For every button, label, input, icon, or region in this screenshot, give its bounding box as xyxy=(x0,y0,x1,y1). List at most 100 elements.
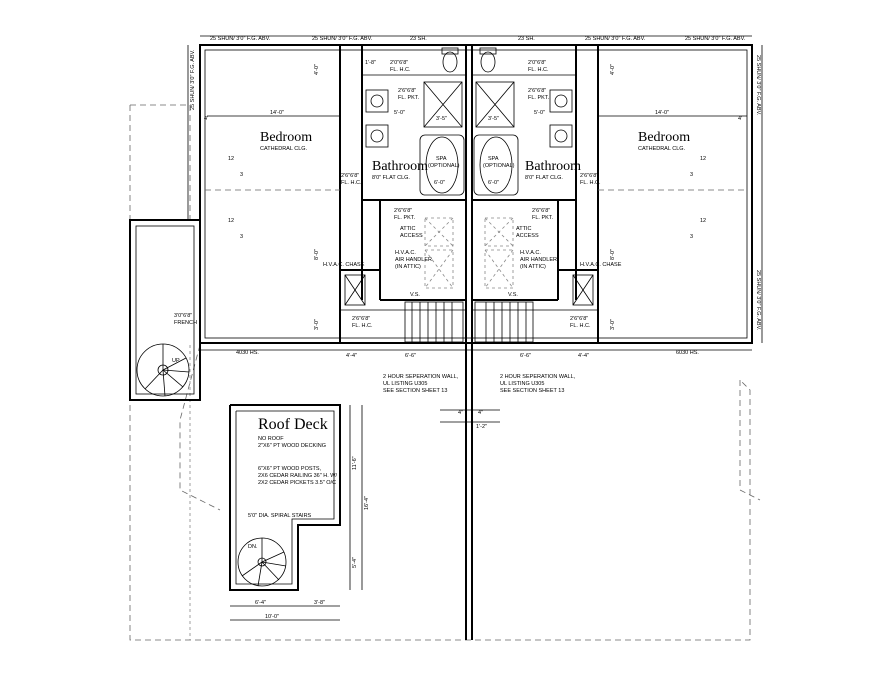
drawing-label: 2X6 CEDAR RAILING 36" H. W/ xyxy=(258,473,337,479)
dimension: 4'-4" xyxy=(578,353,589,359)
drawing-label: FL. H.C. xyxy=(528,67,549,73)
drawing-label: ATTIC xyxy=(400,226,416,232)
drawing-label: FRENCH xyxy=(174,320,197,326)
drawing-label: FL. H.C. xyxy=(341,180,362,186)
drawing-label: SEE SECTION SHEET 13 xyxy=(500,388,564,394)
dimension: 10'-0" xyxy=(265,614,279,620)
drawing-label: 3 xyxy=(690,234,693,240)
drawing-label: 2'6"6'8" xyxy=(341,173,359,179)
drawing-label: FL. PKT. xyxy=(398,95,420,101)
window-label: 25 SHUN/ 3'0" F.G. ABV. xyxy=(210,36,271,42)
dimension: 1'-2" xyxy=(476,424,487,430)
window-label: 23 SH. xyxy=(410,36,427,42)
drawing-label: 4030 HS. xyxy=(236,350,259,356)
exterior-walls xyxy=(199,44,753,344)
drawing-label: 2'0"6'8" xyxy=(390,60,408,66)
drawing-label: AIR HANDLER xyxy=(520,257,557,263)
drawing-label: DN. xyxy=(248,544,258,550)
dimension: 3'-0" xyxy=(314,319,320,330)
dimension: 6'-0" xyxy=(488,180,499,186)
dimension: 11'-6" xyxy=(352,456,358,470)
drawing-label: 3 xyxy=(240,172,243,178)
bedroom-right-title: Bedroom xyxy=(638,130,690,145)
drawing-label: 3 xyxy=(240,234,243,240)
dimension: 14'-0" xyxy=(270,110,284,116)
drawing-label: 2'6"6'8" xyxy=(528,88,546,94)
dimension: 5'-4" xyxy=(352,557,358,568)
balcony-left xyxy=(129,219,201,401)
drawing-label: FL. PKT. xyxy=(532,215,554,221)
dimension-text: 14'-0" 14'-0" 5'-0" 5'-0" 3'-5" 3'-5" 6'… xyxy=(204,64,742,620)
drawing-label: NO ROOF xyxy=(258,436,284,442)
drawing-label: SEE SECTION SHEET 13 xyxy=(383,388,447,394)
window-label: 25 SHUN/ 3'0" F.G. ABV. xyxy=(685,36,746,42)
drawing-label: ACCESS xyxy=(516,233,539,239)
dimension-lines xyxy=(187,35,763,423)
dimension: 6'-4" xyxy=(255,600,266,606)
bedroom-left-title: Bedroom xyxy=(260,130,312,145)
dimension: 6'-6" xyxy=(520,353,531,359)
bathroom-right-title: Bathroom xyxy=(525,159,581,174)
bedroom-left-subtitle: CATHEDRAL CLG. xyxy=(260,146,308,152)
roof-deck-title: Roof Deck xyxy=(258,416,328,433)
drawing-label: (IN ATTIC) xyxy=(395,264,421,270)
drawing-label: ACCESS xyxy=(400,233,423,239)
drawing-label: FL. H.C. xyxy=(570,323,591,329)
roof-deck xyxy=(229,404,363,621)
annotations: SPA (OPTIONAL) SPA (OPTIONAL) ATTIC ACCE… xyxy=(172,156,706,550)
drawing-label: (OPTIONAL) xyxy=(428,163,460,169)
drawing-label: FL. H.C. xyxy=(390,67,411,73)
separation-wall xyxy=(465,45,473,640)
dimension: 4" xyxy=(458,410,463,416)
drawing-label: H.V.A.C. CHASE xyxy=(580,262,622,268)
window-label: 25 SHUN/ 3'0" F.G. ABV. xyxy=(755,55,761,116)
bathroom-right-subtitle: 8'0" FLAT CLG. xyxy=(525,175,563,181)
drawing-label: 2'6"6'8" xyxy=(394,208,412,214)
room-labels: Bedroom CATHEDRAL CLG. Bedroom CATHEDRAL… xyxy=(258,130,690,433)
dimension: 3'-5" xyxy=(488,116,499,122)
drawing-label: FL. PKT. xyxy=(394,215,416,221)
dimension: 3'-5" xyxy=(436,116,447,122)
dimension: 3'-8" xyxy=(314,600,325,606)
drawing-label: UL LISTING U305 xyxy=(500,381,544,387)
dimension: 4'-4" xyxy=(346,353,357,359)
drawing-label: H.V.A.C. xyxy=(395,250,416,256)
drawing-label: FL. H.C. xyxy=(580,180,601,186)
drawing-label: V.S. xyxy=(410,292,420,298)
bathroom-left-title: Bathroom xyxy=(372,159,428,174)
drawing-label: 3 xyxy=(690,172,693,178)
drawing-label: 12 xyxy=(228,156,234,162)
window-label: 25 SHUN/ 3'0" F.G. ABV. xyxy=(190,49,196,110)
dimension: 8'-0" xyxy=(314,249,320,260)
window-label: 23 SH. xyxy=(518,36,535,42)
door-labels: 1'-8" 2'0"6'8" FL. H.C. 2'6"6'8" FL. PKT… xyxy=(341,60,601,329)
window-label: 25 SHUN/ 3'0" F.G. ABV. xyxy=(312,36,373,42)
drawing-label: UP xyxy=(172,358,180,364)
drawing-label: 6"X6" PT WOOD POSTS, xyxy=(258,466,322,472)
dimension: 4'-0" xyxy=(314,64,320,75)
drawing-label: V.S. xyxy=(508,292,518,298)
drawing-label: 1'-8" xyxy=(365,60,376,66)
bedroom-right-subtitle: CATHEDRAL CLG. xyxy=(638,146,686,152)
drawing-label: 2 HOUR SEPERATION WALL, xyxy=(383,374,459,380)
bathroom-left-subtitle: 8'0" FLAT CLG. xyxy=(372,175,410,181)
drawing-label: 5'0" DIA. SPIRAL STAIRS xyxy=(248,513,312,519)
dimension: 4" xyxy=(478,410,483,416)
drawing-label: AIR HANDLER xyxy=(395,257,432,263)
drawing-label: (OPTIONAL) xyxy=(483,163,515,169)
drawing-label: SPA xyxy=(488,156,499,162)
dimension: 8'-0" xyxy=(610,249,616,260)
drawing-label: UL LISTING U305 xyxy=(383,381,427,387)
drawing-label: 2X2 CEDAR PICKETS 3.5" O/C xyxy=(258,480,336,486)
drawing-label: H.V.A.C. xyxy=(520,250,541,256)
roof-outline xyxy=(129,104,761,641)
dimension: 3'-0" xyxy=(610,319,616,330)
drawing-label: 2'6"6'8" xyxy=(570,316,588,322)
dimension: 16'-4" xyxy=(364,496,370,510)
drawing-label: 2'6"6'8" xyxy=(352,316,370,322)
interior-walls-right xyxy=(472,45,599,343)
drawing-label: 2'0"6'8" xyxy=(528,60,546,66)
drawing-label: 2'6"6'8" xyxy=(398,88,416,94)
drawing-label: (IN ATTIC) xyxy=(520,264,546,270)
